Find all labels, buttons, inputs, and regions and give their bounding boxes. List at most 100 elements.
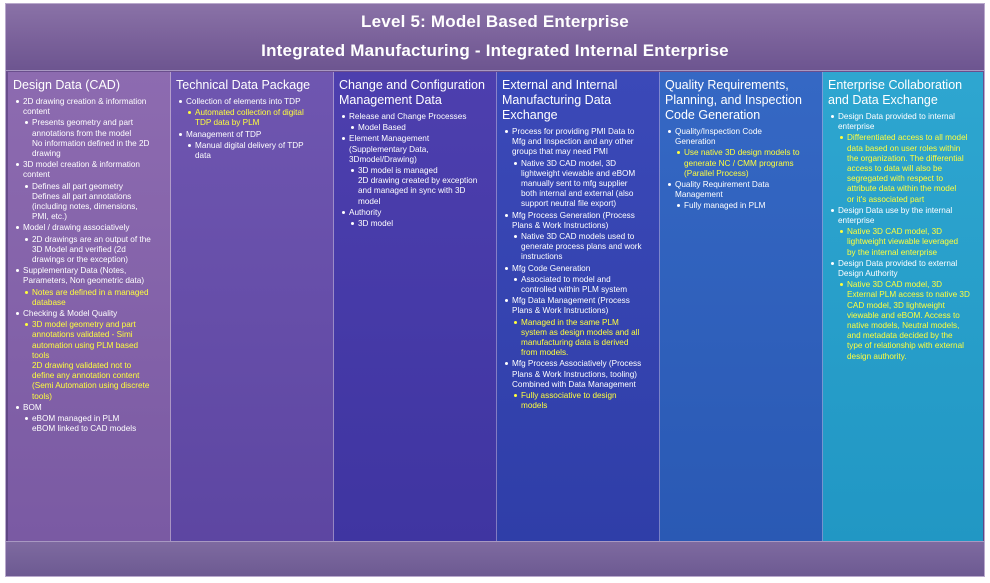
bullet-text-line: Mfg Process Generation (Process <box>512 210 635 220</box>
column-title-line: Planning, and Inspection <box>665 93 802 107</box>
bullet-text-line: Management <box>675 190 723 200</box>
bullet-dot-icon <box>342 115 345 118</box>
bullet-dot-icon <box>840 230 843 234</box>
bullet-dot-icon <box>16 100 19 103</box>
bullet-text-line: drawing <box>32 149 61 159</box>
bullet-text-line: content <box>23 170 50 180</box>
bullet-text-line: lightweight viewable leveraged <box>847 237 959 247</box>
bullet-text-line: manufacturing data is derived <box>521 338 629 348</box>
slide-footer-band <box>6 541 984 576</box>
bullet-text-line: Mfg and Inspection and any other <box>512 137 634 147</box>
bullet-text-line: both internal and external (also <box>521 189 634 199</box>
bullet-dot-icon <box>16 226 19 230</box>
bullet-text-line: type of relationship with external <box>847 341 964 351</box>
column-title-line: Exchange <box>502 108 558 122</box>
bullet-item: Management of TDP <box>176 130 328 140</box>
bullet-dot-icon <box>677 151 680 155</box>
slide-subtitle: Integrated Manufacturing - Integrated In… <box>261 41 729 60</box>
bullet-text-line: Authority <box>349 207 382 217</box>
bullet-item: Model / drawing associatively <box>13 223 165 233</box>
bullet-text-line: system as design models and all <box>521 327 640 337</box>
bullet-text-line: Plans & Work Instructions) <box>512 306 609 316</box>
bullet-text-line: enterprise <box>838 216 875 226</box>
bullet-text-line: drawings or the exception) <box>32 255 129 265</box>
bullet-text-line: Defines all part annotations <box>32 191 132 201</box>
bullet-text-line: (including notes, dimensions, <box>32 202 138 212</box>
bullet-text-line: (Parallel Process) <box>684 168 749 178</box>
column-title: Technical Data Package <box>176 78 328 93</box>
bullet-text-line: External PLM access to native 3D <box>847 290 970 300</box>
bullet-text-line: automation using PLM based <box>32 340 139 350</box>
bullet-text-line: PMI, etc.) <box>32 212 68 222</box>
bullet-dot-icon <box>16 405 19 409</box>
bullet-text-line: support neutral file export) <box>521 199 617 209</box>
bullet-text-line: model <box>358 196 381 206</box>
bullet-text-line: instructions <box>521 252 563 262</box>
bullet-dot-icon <box>351 169 354 173</box>
slide-title: Level 5: Model Based Enterprise <box>361 12 629 31</box>
bullet-text-line: 2D drawing validated not to <box>32 361 132 371</box>
bullet-text-line: 3Dmodel/Drawing) <box>349 154 417 164</box>
bullet-dot-icon <box>25 121 28 125</box>
bullet-dot-icon <box>505 130 508 133</box>
bullet-text-line: and managed in sync with 3D <box>358 186 466 196</box>
column-title-line: External and Internal <box>502 78 618 92</box>
bullet-text-line: Associated to model and <box>521 274 611 284</box>
bullet-dot-icon <box>25 417 28 421</box>
bullet-text-line: Native 3D CAD model, 3D <box>847 280 943 290</box>
bullet-dot-icon <box>668 130 671 133</box>
bullet-dot-icon <box>25 323 28 327</box>
column-title: Design Data (CAD) <box>13 78 165 93</box>
bullet-item: Release and Change Processes <box>339 112 491 122</box>
bullet-text-line: Quality Requirement Data <box>675 180 770 190</box>
bullet-text-line: or it's associated part <box>847 194 925 204</box>
bullet-text-line: Mfg Code Generation <box>512 263 591 273</box>
bullet-dot-icon <box>179 100 182 103</box>
bullet-text-line: Native 3D CAD model, 3D <box>521 158 617 168</box>
column-quality-requirements: Quality Requirements,Planning, and Inspe… <box>660 72 823 542</box>
bullet-dot-icon <box>514 161 517 165</box>
bullet-text-line: No information defined in the 2D <box>32 138 150 148</box>
bullet-text-line: lightweight viewable and eBOM <box>521 168 636 178</box>
bullet-dot-icon <box>351 126 354 130</box>
bullet-dot-icon <box>16 163 19 167</box>
bullet-text-line: segregated with respect to <box>847 174 944 184</box>
bullet-dot-icon <box>505 362 508 366</box>
bullet-text-line: Differentiated access to all model <box>847 133 968 143</box>
bullet-dot-icon <box>342 137 345 141</box>
bullet-dot-icon <box>831 115 834 118</box>
bullet-text-line: Mfg Data Management (Process <box>512 296 630 306</box>
bullet-text-line: access to data will also be <box>847 164 943 174</box>
bullet-dot-icon <box>514 320 517 324</box>
bullet-text-line: define any annotation content <box>32 371 140 381</box>
bullet-dot-icon <box>840 283 843 287</box>
bullet-text-line: attribute data within the model <box>847 184 957 194</box>
bullet-text-line: Automated collection of digital <box>195 108 304 118</box>
bullet-text-line: data based on user roles within <box>847 143 961 153</box>
bullet-dot-icon <box>668 183 671 187</box>
bullet-text-line: Managed in the same PLM <box>521 317 619 327</box>
bullet-text-line: eBOM managed in PLM <box>32 414 120 424</box>
bullet-text-line: data <box>195 151 211 161</box>
